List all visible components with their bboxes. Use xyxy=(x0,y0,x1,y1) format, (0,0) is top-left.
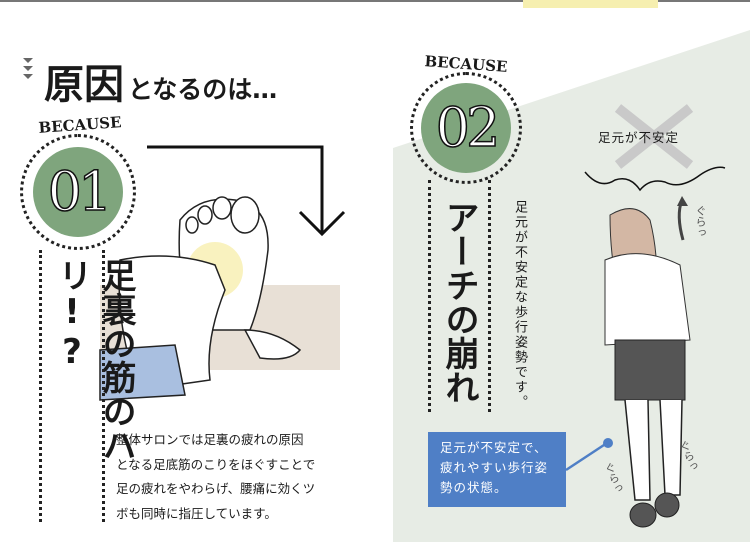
woman-walking-illustration xyxy=(584,104,726,528)
callout-line: 疲れやすい歩行姿 xyxy=(440,460,549,475)
body-line: となる足底筋のこりをほぐすことで xyxy=(116,456,316,472)
subtext-line: 足元が不安定な xyxy=(512,200,527,305)
foot-massage-illustration xyxy=(99,196,340,401)
callout-line: 勢の状態。 xyxy=(440,480,508,495)
badge-02 xyxy=(410,72,522,184)
page-title: 原因となるのは… xyxy=(44,52,277,110)
badge-01-number: 01 xyxy=(33,147,123,237)
callout-box: 足元が不安定で、 疲れやすい歩行姿 勢の状態。 xyxy=(428,432,566,507)
section2-subtext: 足元が不安定な歩行姿勢です。 xyxy=(508,200,530,410)
triangle-bullets-icon xyxy=(23,58,33,79)
sway-label: ぐらっ xyxy=(694,205,707,238)
section1-body: 整体サロンでは足裏の疲れの原因 となる足底筋のこりをほぐすことで 足の疲れをやわ… xyxy=(116,428,315,526)
subtext-line: 歩行姿勢です。 xyxy=(512,305,527,410)
section1-heading: 足裏の筋のハリ!? xyxy=(52,258,136,462)
top-rule xyxy=(0,0,750,2)
divider-dotted xyxy=(428,180,431,412)
badge-02-number: 02 xyxy=(421,83,511,173)
section2-heading: アーチの崩れ xyxy=(439,200,479,404)
unstable-label: 足元が不安定 xyxy=(598,130,680,145)
body-line: ボも同時に指圧しています。 xyxy=(116,505,277,521)
badge-01 xyxy=(20,134,136,250)
divider-dotted xyxy=(488,180,491,412)
top-highlight xyxy=(523,0,658,8)
divider-dotted xyxy=(39,250,42,522)
body-line: 整体サロンでは足裏の疲れの原因 xyxy=(116,432,304,447)
divider-dotted xyxy=(102,250,105,522)
title-main: 原因 xyxy=(44,62,124,108)
body-line: 足の疲れをやわらげ、腰痛に効くツ xyxy=(116,481,316,496)
title-rest: となるのは… xyxy=(128,75,278,104)
callout-line: 足元が不安定で、 xyxy=(440,440,548,455)
